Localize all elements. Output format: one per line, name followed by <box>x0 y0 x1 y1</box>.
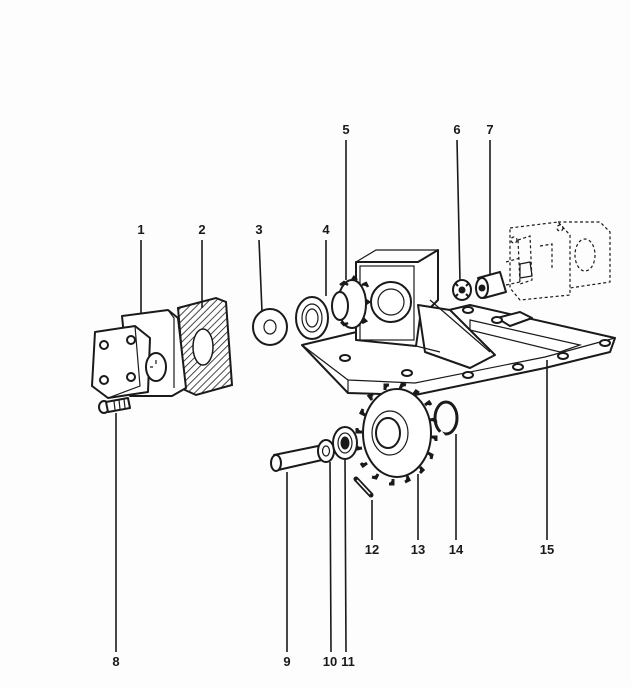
part-12-roll-pin <box>353 476 374 498</box>
part-11-bearing <box>332 426 358 460</box>
callout-13: 13 <box>411 542 425 557</box>
callout-6: 6 <box>453 122 460 137</box>
callout-11: 11 <box>341 654 355 669</box>
part-4-gear-sleeve <box>331 275 372 329</box>
callout-5: 5 <box>342 122 349 137</box>
callout-12: 12 <box>365 542 379 557</box>
part-14-snap-ring <box>433 400 459 439</box>
callout-8: 8 <box>112 654 119 669</box>
callout-labels: 1 2 3 4 5 6 7 8 9 10 11 12 13 14 15 <box>112 122 554 669</box>
callout-4: 4 <box>322 222 330 237</box>
part-4-seal <box>295 296 329 340</box>
part-10-washer <box>317 439 335 463</box>
leader-lines <box>115 139 548 653</box>
callout-10: 10 <box>323 654 337 669</box>
part-6-coupling <box>452 279 472 301</box>
part-3-washer <box>252 308 288 346</box>
callout-9: 9 <box>283 654 290 669</box>
callout-2: 2 <box>198 222 205 237</box>
part-8-bolt <box>98 397 131 414</box>
part-2-gasket <box>176 296 234 397</box>
callout-15: 15 <box>540 542 554 557</box>
callout-1: 1 <box>137 222 144 237</box>
callout-3: 3 <box>255 222 262 237</box>
part-13-large-gear <box>354 382 438 486</box>
callout-7: 7 <box>486 122 493 137</box>
phantom-pump-outline <box>505 221 611 301</box>
callout-14: 14 <box>449 542 464 557</box>
part-7-coupling-hub <box>475 271 507 299</box>
part-5-housing-bracket <box>355 249 496 369</box>
part-9-pin <box>270 445 323 472</box>
part-1-pump <box>91 309 187 399</box>
